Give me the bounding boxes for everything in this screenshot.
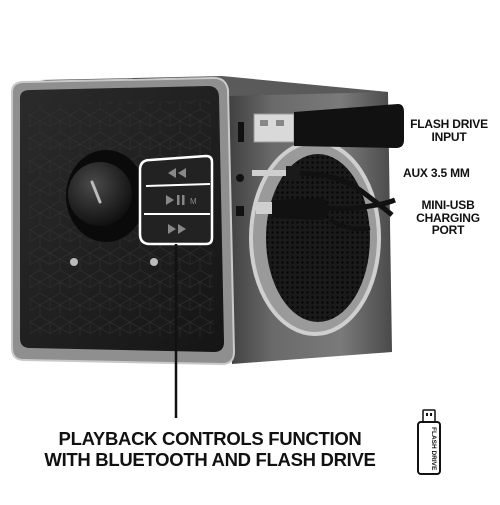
flash-drive-icon-label: FLASH DRIVE (430, 427, 437, 471)
flash-drive-icon: FLASH DRIVE (417, 409, 441, 475)
skip-back-icon[interactable] (168, 168, 186, 178)
aux-cable (252, 166, 394, 217)
mini-usb-label: MINI-USB CHARGING PORT (416, 198, 480, 238)
mini-usb-cable (256, 197, 396, 231)
svg-text:M: M (190, 197, 197, 206)
screw-right (150, 258, 158, 266)
flash-drive-input-label: FLASH DRIVE INPUT (410, 117, 488, 144)
caption-line-1: PLAYBACK CONTROLS FUNCTION (58, 428, 362, 449)
screw-left (70, 258, 78, 266)
aux-port (236, 174, 244, 182)
caption-line-2: WITH BLUETOOTH AND FLASH DRIVE (44, 449, 376, 471)
flash-drive-plug (253, 104, 404, 148)
mini-usb-port (236, 206, 244, 216)
volume-knob-icon[interactable] (66, 150, 146, 242)
skip-forward-icon[interactable] (168, 224, 186, 234)
playback-controls-callout: M (138, 154, 214, 418)
aux-label: AUX 3.5 MM (403, 166, 470, 180)
playback-caption: PLAYBACK CONTROLS FUNCTION WITH BLUETOOT… (40, 428, 380, 471)
usb-port (238, 122, 244, 142)
speaker-side-panel (222, 78, 392, 364)
play-pause-icon[interactable]: M (166, 195, 197, 206)
